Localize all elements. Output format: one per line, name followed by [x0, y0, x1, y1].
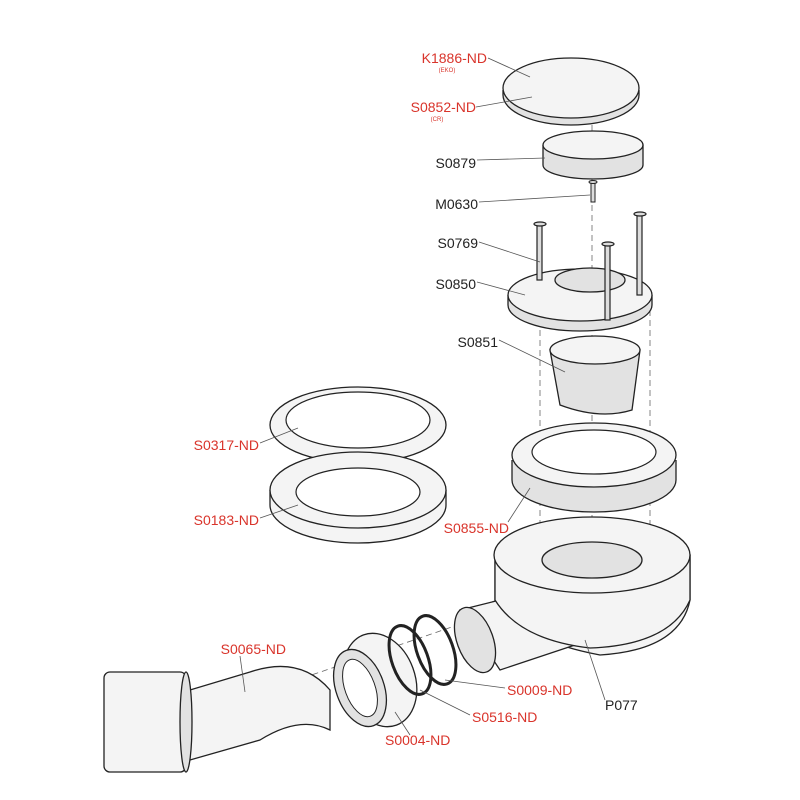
label-S0004-ND: S0004-ND — [385, 732, 450, 748]
screw-M0630 — [588, 180, 598, 203]
label-S0317-ND: S0317-ND — [194, 437, 259, 453]
gasket-S0183 — [269, 451, 447, 544]
label-note-CR: (CR) — [431, 117, 444, 123]
alignment-lines — [539, 290, 651, 560]
label-S0855-ND: S0855-ND — [444, 520, 509, 536]
ring-S0516 — [387, 624, 433, 696]
ring-S0009 — [412, 614, 458, 686]
holder-S0879 — [542, 130, 644, 180]
label-S0009-ND: S0009-ND — [507, 682, 572, 698]
label-note-EKO: (EKO) — [439, 68, 456, 74]
label-M0630: M0630 — [435, 196, 478, 212]
label-S0183-ND: S0183-ND — [194, 512, 259, 528]
label-K1886-ND: K1886-ND — [422, 50, 487, 66]
label-S0851: S0851 — [458, 334, 499, 350]
label-S0065-ND: S0065-ND — [221, 641, 286, 657]
leader-lines — [239, 57, 606, 736]
screws-S0769 — [533, 211, 647, 321]
elbow-pipe-S0065 — [103, 665, 331, 773]
cup-S0851 — [549, 335, 641, 415]
nut-S0004 — [332, 632, 418, 728]
label-S0769: S0769 — [438, 235, 479, 251]
drain-body-P077 — [453, 516, 691, 674]
plate-S0850 — [507, 267, 653, 332]
label-P077: P077 — [605, 697, 638, 713]
label-S0516-ND: S0516-ND — [472, 709, 537, 725]
ring-S0855 — [511, 422, 677, 513]
label-S0879: S0879 — [436, 155, 477, 171]
label-S0852-ND: S0852-ND — [411, 99, 476, 115]
gasket-S0317 — [269, 386, 447, 464]
label-S0850: S0850 — [436, 276, 477, 292]
cover-cap-K1886 — [502, 57, 640, 126]
